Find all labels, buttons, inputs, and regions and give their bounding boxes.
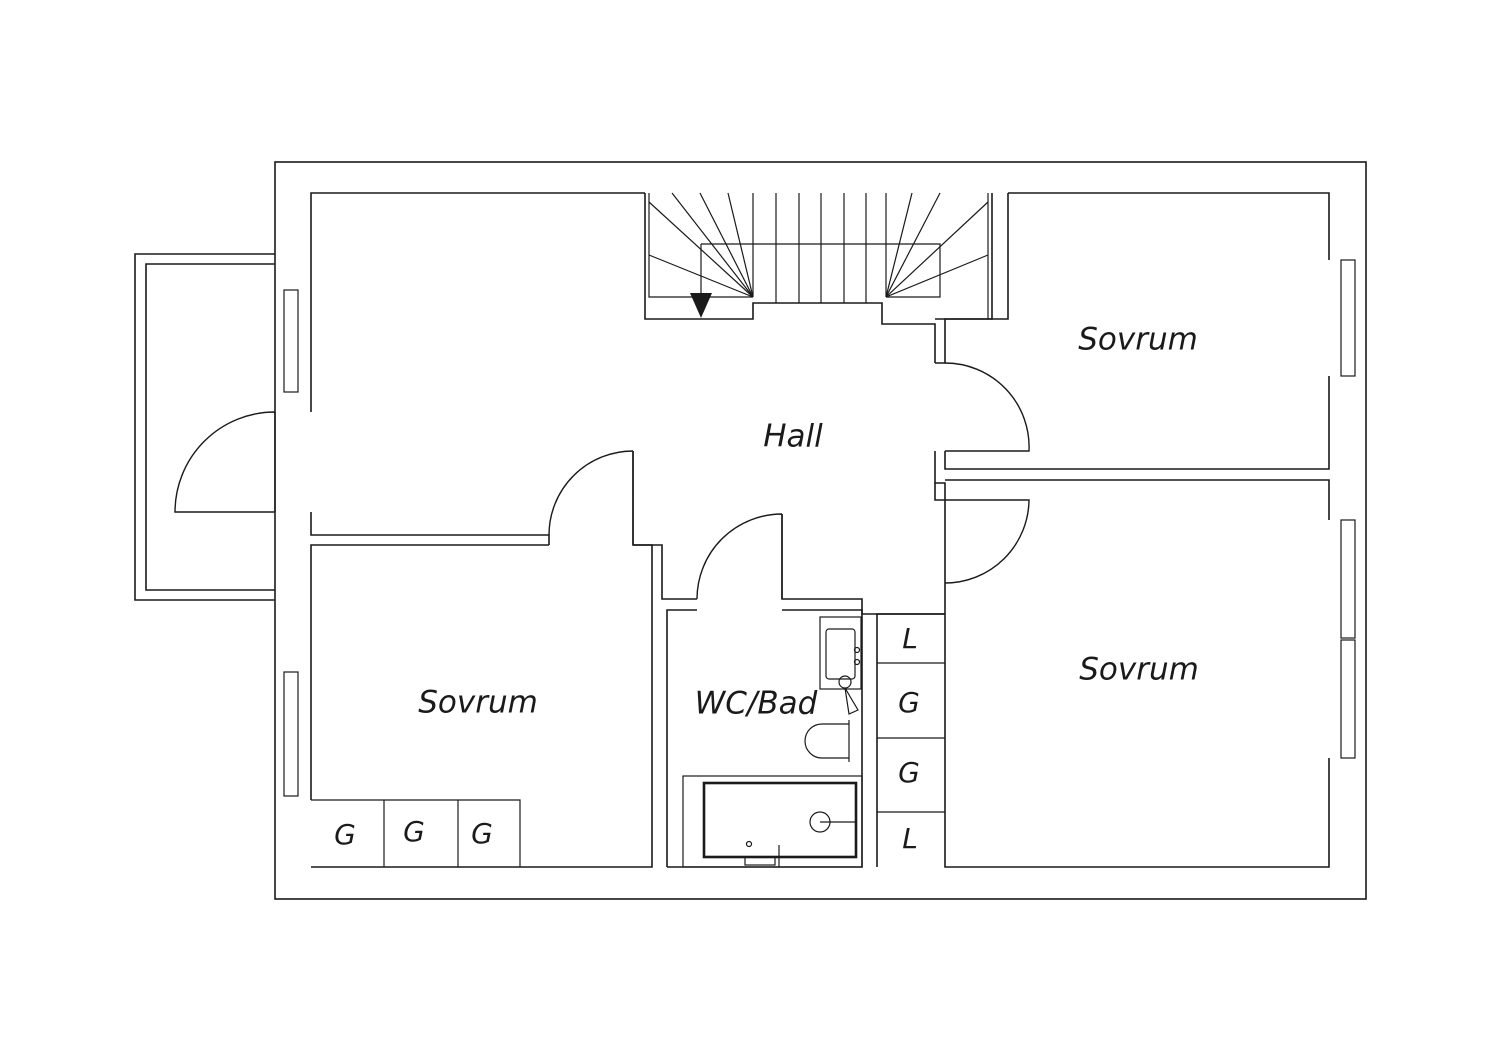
door-bedroom-bottom-right <box>944 499 1030 584</box>
window-right-lower-a <box>1340 519 1356 639</box>
closet-label: G <box>898 686 920 719</box>
window-right-upper <box>1340 259 1356 377</box>
door-bedroom-left <box>548 450 634 545</box>
faucet <box>838 675 852 689</box>
closet-label: G <box>403 815 425 848</box>
interior-walls <box>310 192 1330 868</box>
room-label-bedroom-bottom-right: Sovrum <box>1079 652 1199 688</box>
doors <box>174 362 1030 600</box>
door-balcony <box>174 411 276 513</box>
bathtub <box>702 781 858 859</box>
window-left-upper <box>283 289 299 393</box>
room-label-bedroom-top-right: Sovrum <box>1078 322 1198 358</box>
stair-direction-arrow <box>690 293 712 318</box>
closet-label: G <box>898 756 920 789</box>
outer-wall <box>274 161 1367 900</box>
window-right-lower-b <box>1340 639 1356 759</box>
closet-label: G <box>471 817 493 850</box>
staircase <box>648 192 989 319</box>
room-label-bathroom: WC/Bad <box>695 686 818 722</box>
sink-counter <box>819 616 862 690</box>
balcony <box>134 253 275 601</box>
closet-label: L <box>902 822 918 855</box>
door-wc <box>696 513 783 600</box>
closet-label: L <box>902 622 918 655</box>
toilet <box>804 723 849 759</box>
door-bedroom-top-right <box>944 362 1030 452</box>
tub-controls <box>744 856 776 866</box>
room-label-bedroom-bottom-left: Sovrum <box>418 685 538 721</box>
bathroom-fixtures <box>682 616 863 868</box>
sink-basin <box>825 628 856 680</box>
window-left-lower <box>283 671 299 797</box>
closet-label: G <box>334 818 356 851</box>
room-label-hall: Hall <box>763 419 823 455</box>
windows <box>283 259 1356 797</box>
